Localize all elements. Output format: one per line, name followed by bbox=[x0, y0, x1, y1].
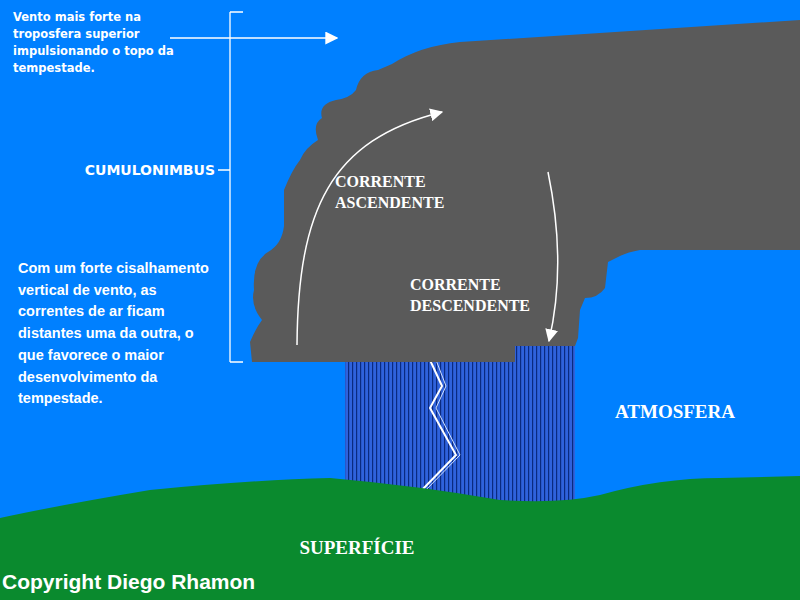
wind-arrow bbox=[170, 37, 337, 39]
lightning-bolt bbox=[424, 360, 460, 492]
downdraft-label: CORRENTE DESCENDENTE bbox=[410, 274, 550, 316]
ground-surface-outline bbox=[0, 476, 800, 600]
lightning-bolt bbox=[420, 360, 456, 492]
cloud-type-label: CUMULONIMBUS bbox=[30, 161, 215, 179]
shear-note: Com um forte cisalhamento vertical de ve… bbox=[18, 258, 218, 410]
cloud-bracket bbox=[218, 12, 243, 362]
updraft-label: CORRENTE ASCENDENTE bbox=[335, 171, 460, 213]
surface-label: SUPERFÍCIE bbox=[0, 537, 714, 559]
wind-note: Vento mais forte na troposfera superior … bbox=[13, 9, 181, 77]
copyright-watermark: Copyright Diego Rhamon bbox=[2, 569, 322, 595]
cumulonimbus-cloud: CORRENTE ASCENDENTE CORRENTE DESCENDENTE bbox=[250, 10, 800, 365]
atmosphere-label: ATMOSFERA bbox=[575, 401, 775, 423]
cumulonimbus-cloud-outline bbox=[250, 20, 800, 362]
